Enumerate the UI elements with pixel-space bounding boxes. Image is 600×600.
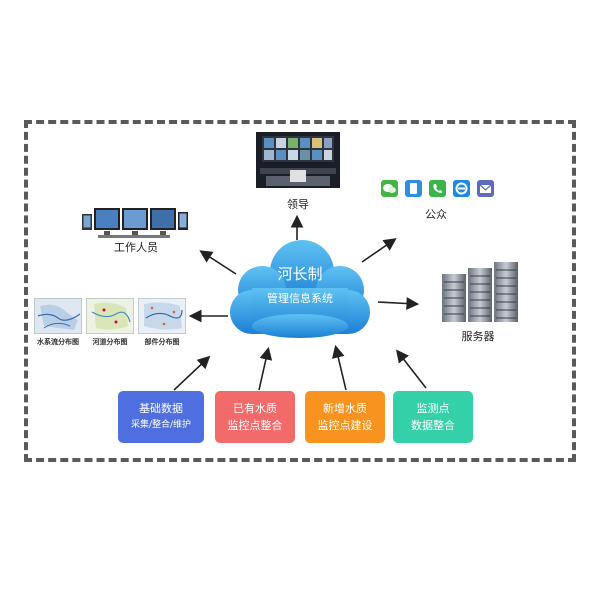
arrow-from-box3 (331, 344, 347, 391)
map-label-parts: 部件分布图 (144, 338, 180, 346)
box-basic-data: 基础数据 采集/整合/维护 (118, 391, 204, 443)
map-label-river: 河道分布图 (92, 338, 128, 346)
box-existing-quality: 已有水质 监控点整合 (215, 391, 295, 443)
box-basic-data-subtitle: 采集/整合/维护 (130, 420, 192, 430)
box-existing-quality-title: 已有水质 (233, 402, 277, 415)
server-icon (442, 262, 518, 322)
phone-icon (405, 180, 422, 197)
staff-label: 工作人员 (114, 241, 158, 254)
arrow-to-staff (199, 250, 237, 275)
public-icons (381, 180, 494, 198)
wechat-icon (381, 180, 398, 197)
arrow-to-public (361, 238, 397, 263)
monitors-icon (82, 208, 188, 238)
center-subtitle: 管理信息系统 (267, 292, 333, 305)
browser-icon (453, 180, 470, 197)
center-title: 河长制 (277, 265, 323, 283)
arrow-from-box4 (396, 349, 427, 389)
arrow-to-server (377, 297, 420, 310)
call-icon (429, 180, 446, 197)
box-monitor-point: 监测点 数据整合 (393, 391, 473, 443)
box-new-quality-title: 新增水质 (323, 402, 367, 415)
public-label: 公众 (425, 208, 447, 221)
box-new-quality: 新增水质 监控点建设 (305, 391, 385, 443)
mail-icon (477, 180, 494, 197)
box-monitor-point-subtitle: 数据整合 (411, 419, 455, 432)
server-label: 服务器 (461, 330, 495, 343)
box-existing-quality-subtitle: 监控点整合 (227, 419, 283, 432)
map-thumbnail-parts (138, 298, 186, 334)
box-new-quality-subtitle: 监控点建设 (317, 419, 373, 432)
map-thumbnail-river (86, 298, 134, 334)
arrow-from-box1 (173, 355, 211, 391)
diagram-frame (24, 120, 576, 462)
arrow-from-box2 (258, 346, 273, 391)
map-thumbnail-water (34, 298, 82, 334)
box-basic-data-title: 基础数据 (139, 402, 183, 415)
box-monitor-point-title: 监测点 (416, 402, 450, 415)
cloud-icon (230, 240, 370, 338)
control-room-icon (256, 132, 340, 188)
map-label-water: 水系流分布图 (37, 338, 79, 346)
leader-label: 领导 (287, 198, 309, 211)
